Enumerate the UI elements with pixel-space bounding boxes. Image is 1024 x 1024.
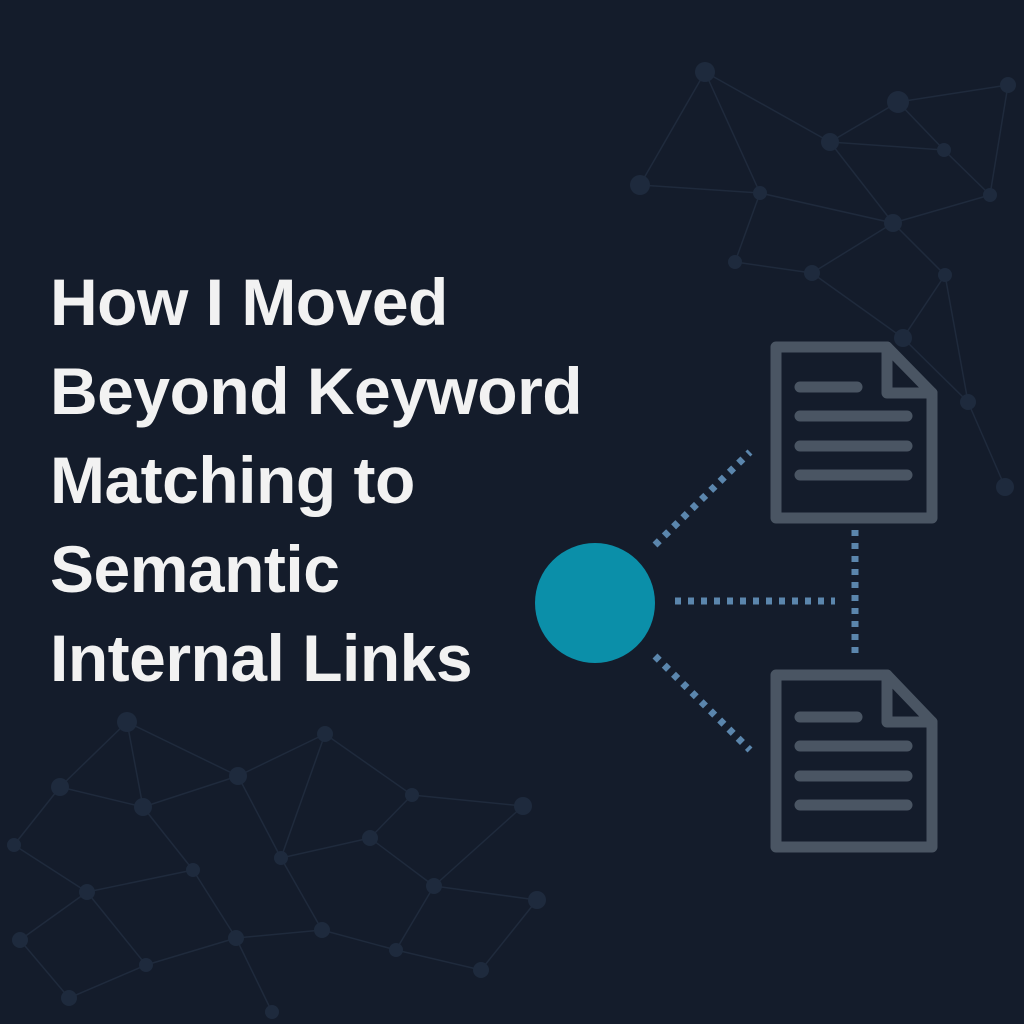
headline-line-2: Beyond Keyword <box>50 354 583 428</box>
hub-node-circle <box>535 543 655 663</box>
document-icon <box>770 669 938 853</box>
document-icon <box>770 341 938 524</box>
dotted-connector-lines <box>652 449 859 753</box>
headline-line-5: Internal Links <box>50 621 473 695</box>
headline: How I Moved Beyond Keyword Matching to S… <box>50 258 583 703</box>
headline-line-3: Matching to <box>50 443 415 517</box>
headline-line-1: How I Moved <box>50 265 448 339</box>
headline-line-4: Semantic <box>50 532 340 606</box>
